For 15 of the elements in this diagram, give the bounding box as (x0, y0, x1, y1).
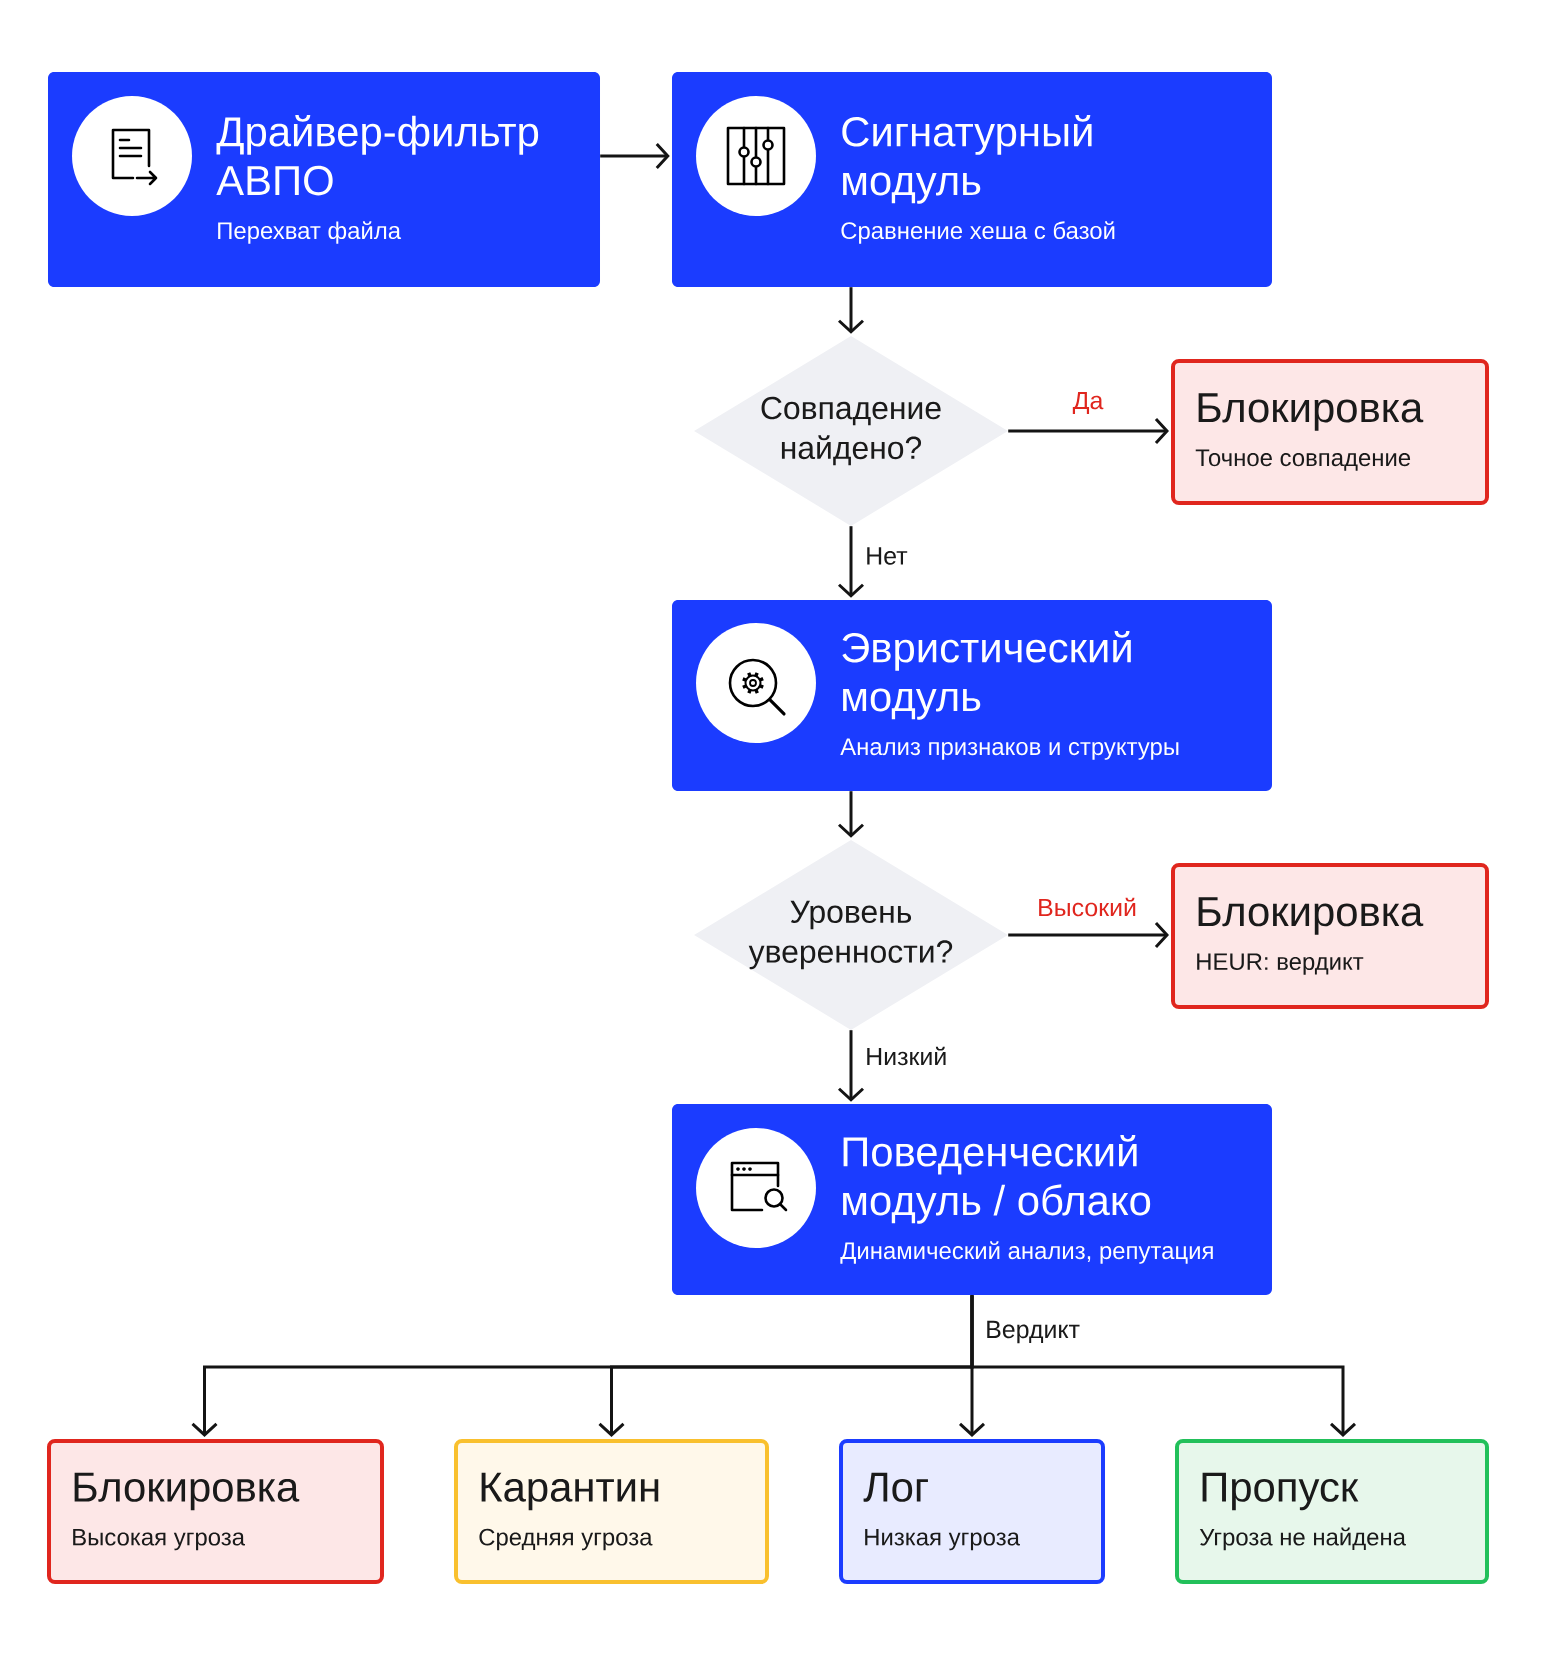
result-box: Пропуск Угроза не найдена (1175, 1439, 1489, 1584)
edge-label: Вердикт (983, 1318, 1082, 1346)
edge-label: Низкий (863, 1044, 950, 1068)
edge-label: Да (1070, 389, 1106, 417)
result-box: Карантин Средняя угроза (454, 1439, 769, 1584)
edge-label: Нет (863, 545, 910, 567)
result-box: Блокировка Высокая угроза (47, 1439, 384, 1584)
process-box: Поведенческий модуль / облако Динамический анализ, репутация (672, 1104, 1272, 1295)
process-box: Сигнатурный модуль Сравнение хеша с базой (672, 72, 1272, 287)
result-box: Лог Низкая угроза (839, 1439, 1105, 1584)
edge-label: Высокий (1035, 895, 1139, 919)
result-box: Блокировка HEUR: вердикт (1171, 863, 1489, 1009)
result-box: Блокировка Точное совпадение (1171, 359, 1489, 505)
process-box: Эвристический модуль Анализ признаков и структуры (672, 600, 1272, 791)
process-box: Драйвер-фильтр АВПО Перехват файла (48, 72, 600, 287)
